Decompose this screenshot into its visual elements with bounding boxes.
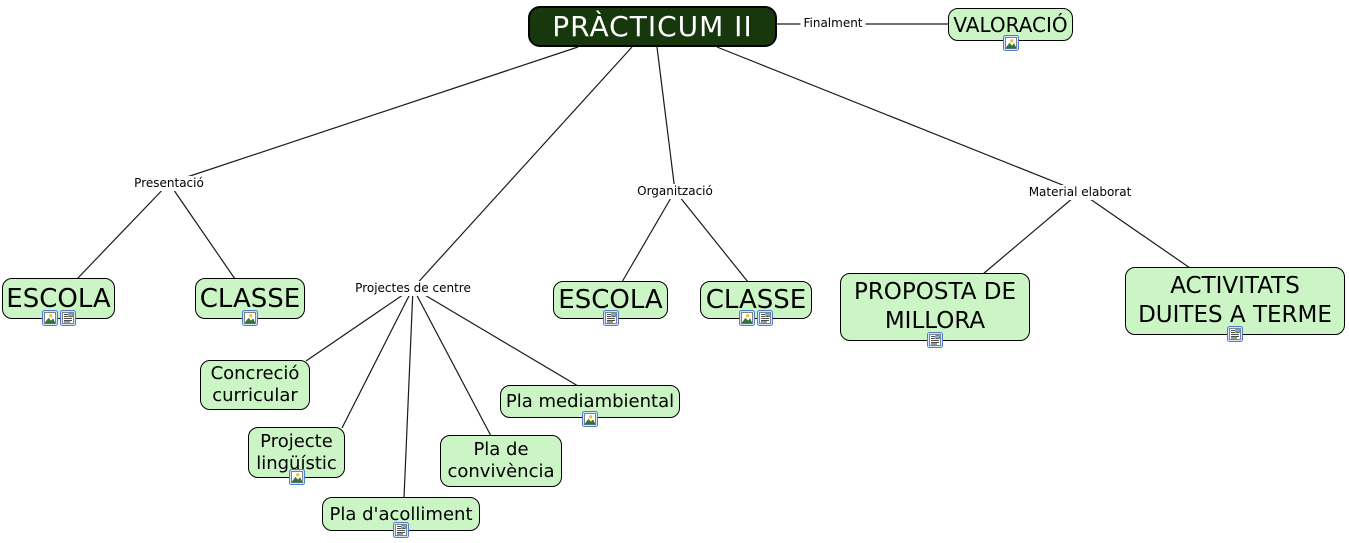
concept-escola-presentacio[interactable]: ESCOLA bbox=[2, 278, 115, 326]
concept-label: Concreció curricular bbox=[210, 363, 300, 406]
image-resource-icon[interactable] bbox=[1002, 35, 1019, 51]
concept-label: CLASSE bbox=[705, 285, 807, 315]
concept-label: Projecte lingüístic bbox=[256, 430, 337, 474]
concept-classe-organitzacio[interactable]: CLASSE bbox=[700, 281, 812, 326]
concept-label: VALORACIÓ bbox=[953, 12, 1068, 37]
concept-proposta-de-millora[interactable]: PROPOSTA DE MILLORA bbox=[840, 273, 1030, 348]
concept-classe-presentacio[interactable]: CLASSE bbox=[195, 278, 305, 326]
concept-pla-convivencia[interactable]: Pla de convivència bbox=[440, 435, 562, 487]
concept-projecte-linguistic[interactable]: Projecte lingüístic bbox=[248, 427, 345, 485]
concept-label: PROPOSTA DE MILLORA bbox=[853, 279, 1017, 334]
document-resource-icon[interactable] bbox=[927, 332, 943, 348]
linking-phrase-organitzacio[interactable]: Organització bbox=[634, 184, 716, 199]
image-resource-icon[interactable] bbox=[288, 469, 305, 485]
concept-concrecio-curricular[interactable]: Concreció curricular bbox=[200, 360, 310, 410]
concept-label: ACTIVITATS DUITES A TERME bbox=[1138, 273, 1332, 328]
document-resource-icon[interactable] bbox=[393, 522, 409, 538]
image-resource-icon[interactable] bbox=[41, 310, 58, 326]
concept-valoracio[interactable]: VALORACIÓ bbox=[948, 8, 1073, 51]
image-resource-icon[interactable] bbox=[242, 310, 258, 326]
concept-label: CLASSE bbox=[199, 283, 301, 314]
concept-escola-organitzacio[interactable]: ESCOLA bbox=[553, 281, 668, 326]
linking-phrase-presentacio[interactable]: Presentació bbox=[131, 176, 207, 191]
linking-phrase-finalment[interactable]: Finalment bbox=[800, 16, 866, 31]
concept-pla-mediambiental[interactable]: Pla mediambiental bbox=[500, 385, 680, 427]
image-resource-icon[interactable] bbox=[739, 310, 755, 326]
concept-label: Pla mediambiental bbox=[505, 391, 675, 412]
document-resource-icon[interactable] bbox=[1227, 326, 1243, 342]
concept-label: PRÀCTICUM II bbox=[552, 10, 753, 43]
image-resource-icon[interactable] bbox=[582, 411, 598, 427]
concept-practicum-ii[interactable]: PRÀCTICUM II bbox=[528, 6, 777, 47]
linking-phrase-material-elaborat[interactable]: Material elaborat bbox=[1025, 185, 1135, 200]
concept-label: ESCOLA bbox=[6, 283, 111, 314]
concept-label: Pla de convivència bbox=[447, 439, 555, 482]
document-resource-icon[interactable] bbox=[757, 310, 773, 326]
linking-phrase-projectes-de-centre[interactable]: Projectes de centre bbox=[352, 281, 474, 296]
document-resource-icon[interactable] bbox=[602, 310, 619, 326]
document-resource-icon[interactable] bbox=[59, 310, 76, 326]
concept-label: Pla d'acolliment bbox=[329, 503, 473, 525]
concept-activitats-duites-a-terme[interactable]: ACTIVITATS DUITES A TERME bbox=[1125, 267, 1345, 342]
concept-pla-acolliment[interactable]: Pla d'acolliment bbox=[322, 497, 480, 538]
